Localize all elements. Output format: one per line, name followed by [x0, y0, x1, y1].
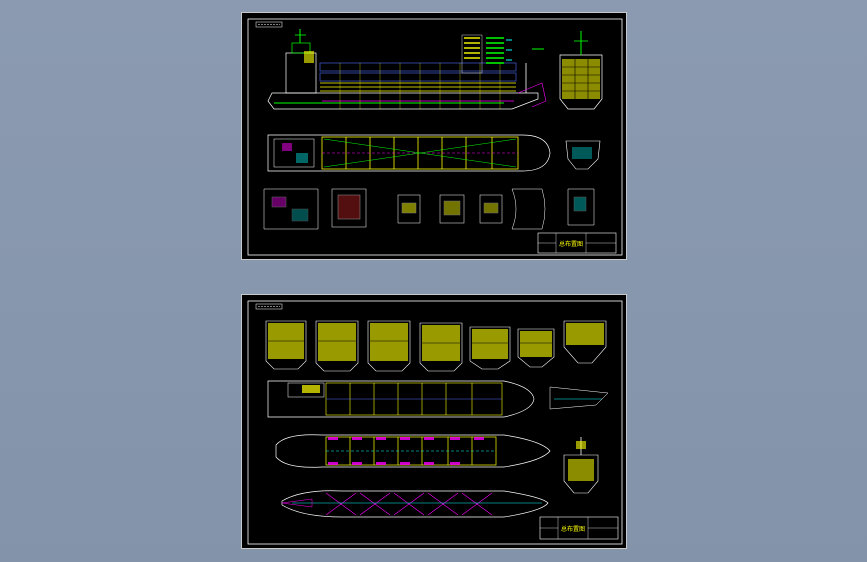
title-block-text-top: 总布置图 — [559, 240, 583, 248]
upper-deck-plan — [267, 380, 609, 418]
cross-sections-row — [265, 320, 607, 372]
deck-details-row — [263, 188, 595, 230]
section-detail-right — [565, 140, 601, 170]
legend-table — [461, 34, 544, 74]
tween-deck-plan — [275, 434, 551, 468]
title-block-text-bottom: 总布置图 — [561, 525, 585, 533]
drawing-sheet-top: 总布置图 — [241, 12, 627, 260]
deck-plan-view — [267, 134, 551, 172]
ship-profile-view — [267, 29, 547, 110]
double-bottom-plan — [281, 490, 549, 518]
general-arrangement-drawing-bottom: 总布置图 — [247, 300, 623, 545]
midship-section-view — [559, 31, 603, 110]
stern-section-view — [563, 437, 599, 494]
title-block-top: 总布置图 — [537, 232, 617, 254]
general-arrangement-drawing-top: 总布置图 — [247, 18, 623, 256]
title-block-bottom: 总布置图 — [539, 516, 619, 540]
drawing-sheet-bottom: 总布置图 — [241, 294, 627, 549]
